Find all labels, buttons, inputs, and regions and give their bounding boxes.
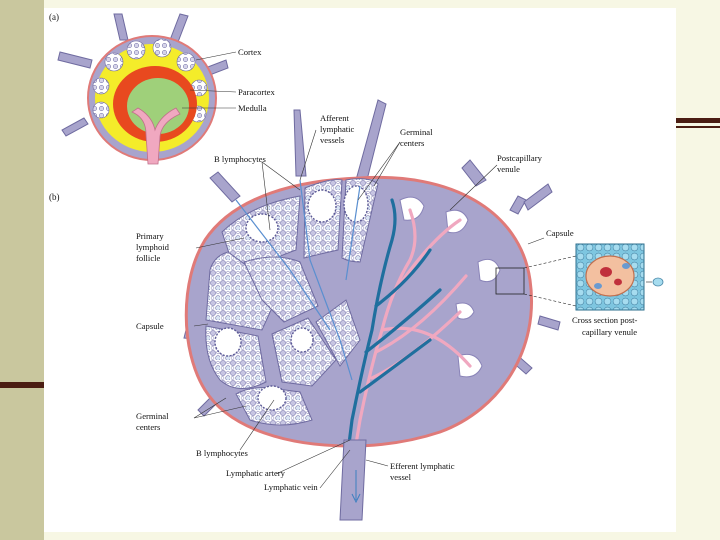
label-b-lymphocytes-bottom: B lymphocytes — [196, 448, 248, 458]
afferent-vessel-a1 — [113, 13, 129, 41]
label-cross-section: Cross section post- capillary venule — [572, 315, 640, 337]
efferent-vessel — [339, 439, 367, 521]
label-medulla: Medulla — [238, 103, 267, 113]
lymphatic-vein — [344, 198, 442, 470]
label-germinal-bottom: Germinal centers — [136, 411, 171, 432]
afferent-vessel-a5 — [61, 117, 89, 137]
afferent-vessels-b — [183, 99, 561, 417]
label-lymphatic-vein: Lymphatic vein — [264, 482, 318, 492]
label-paracortex: Paracortex — [238, 87, 275, 97]
right-decor-rule-thin — [676, 126, 720, 128]
left-decor-rule — [0, 382, 44, 388]
label-capsule-left: Capsule — [136, 321, 164, 331]
afferent-vessel-a2 — [169, 13, 189, 43]
zoom-box — [495, 267, 525, 295]
lymph-flow-lines — [235, 179, 361, 381]
right-decor-rule — [676, 118, 720, 123]
follicle-5 — [243, 256, 319, 323]
label-primary-follicle: Primary lymphoid follicle — [136, 231, 171, 263]
cross-section-inset — [575, 243, 664, 311]
leader-lines-b — [193, 129, 545, 489]
germinal-centers — [214, 185, 369, 411]
label-lymphatic-artery: Lymphatic artery — [226, 468, 286, 478]
panel-a-tag: (a) — [49, 12, 59, 22]
panel-a-diagram: (a) Cortex Paracortex Medulla — [49, 12, 275, 165]
label-postcapillary: Postcapillary venule — [497, 153, 544, 174]
follicle-4 — [205, 251, 281, 331]
label-capsule-right: Capsule — [546, 228, 574, 238]
panel-a-follicles — [92, 38, 208, 123]
label-efferent: Efferent lymphatic vessel — [390, 461, 457, 482]
label-cortex: Cortex — [238, 47, 262, 57]
label-b-lymphocytes-top: B lymphocytes — [214, 154, 266, 164]
panel-b-diagram: (b) — [49, 99, 664, 521]
afferent-vessel-a3 — [57, 51, 93, 69]
label-germinal-top: Germinal centers — [400, 127, 435, 148]
label-afferent: Afferent lymphatic vessels — [320, 113, 357, 145]
left-decor-band — [0, 0, 44, 540]
panel-b-tag: (b) — [49, 192, 60, 202]
panel-a-efferent-vessel — [131, 107, 181, 165]
